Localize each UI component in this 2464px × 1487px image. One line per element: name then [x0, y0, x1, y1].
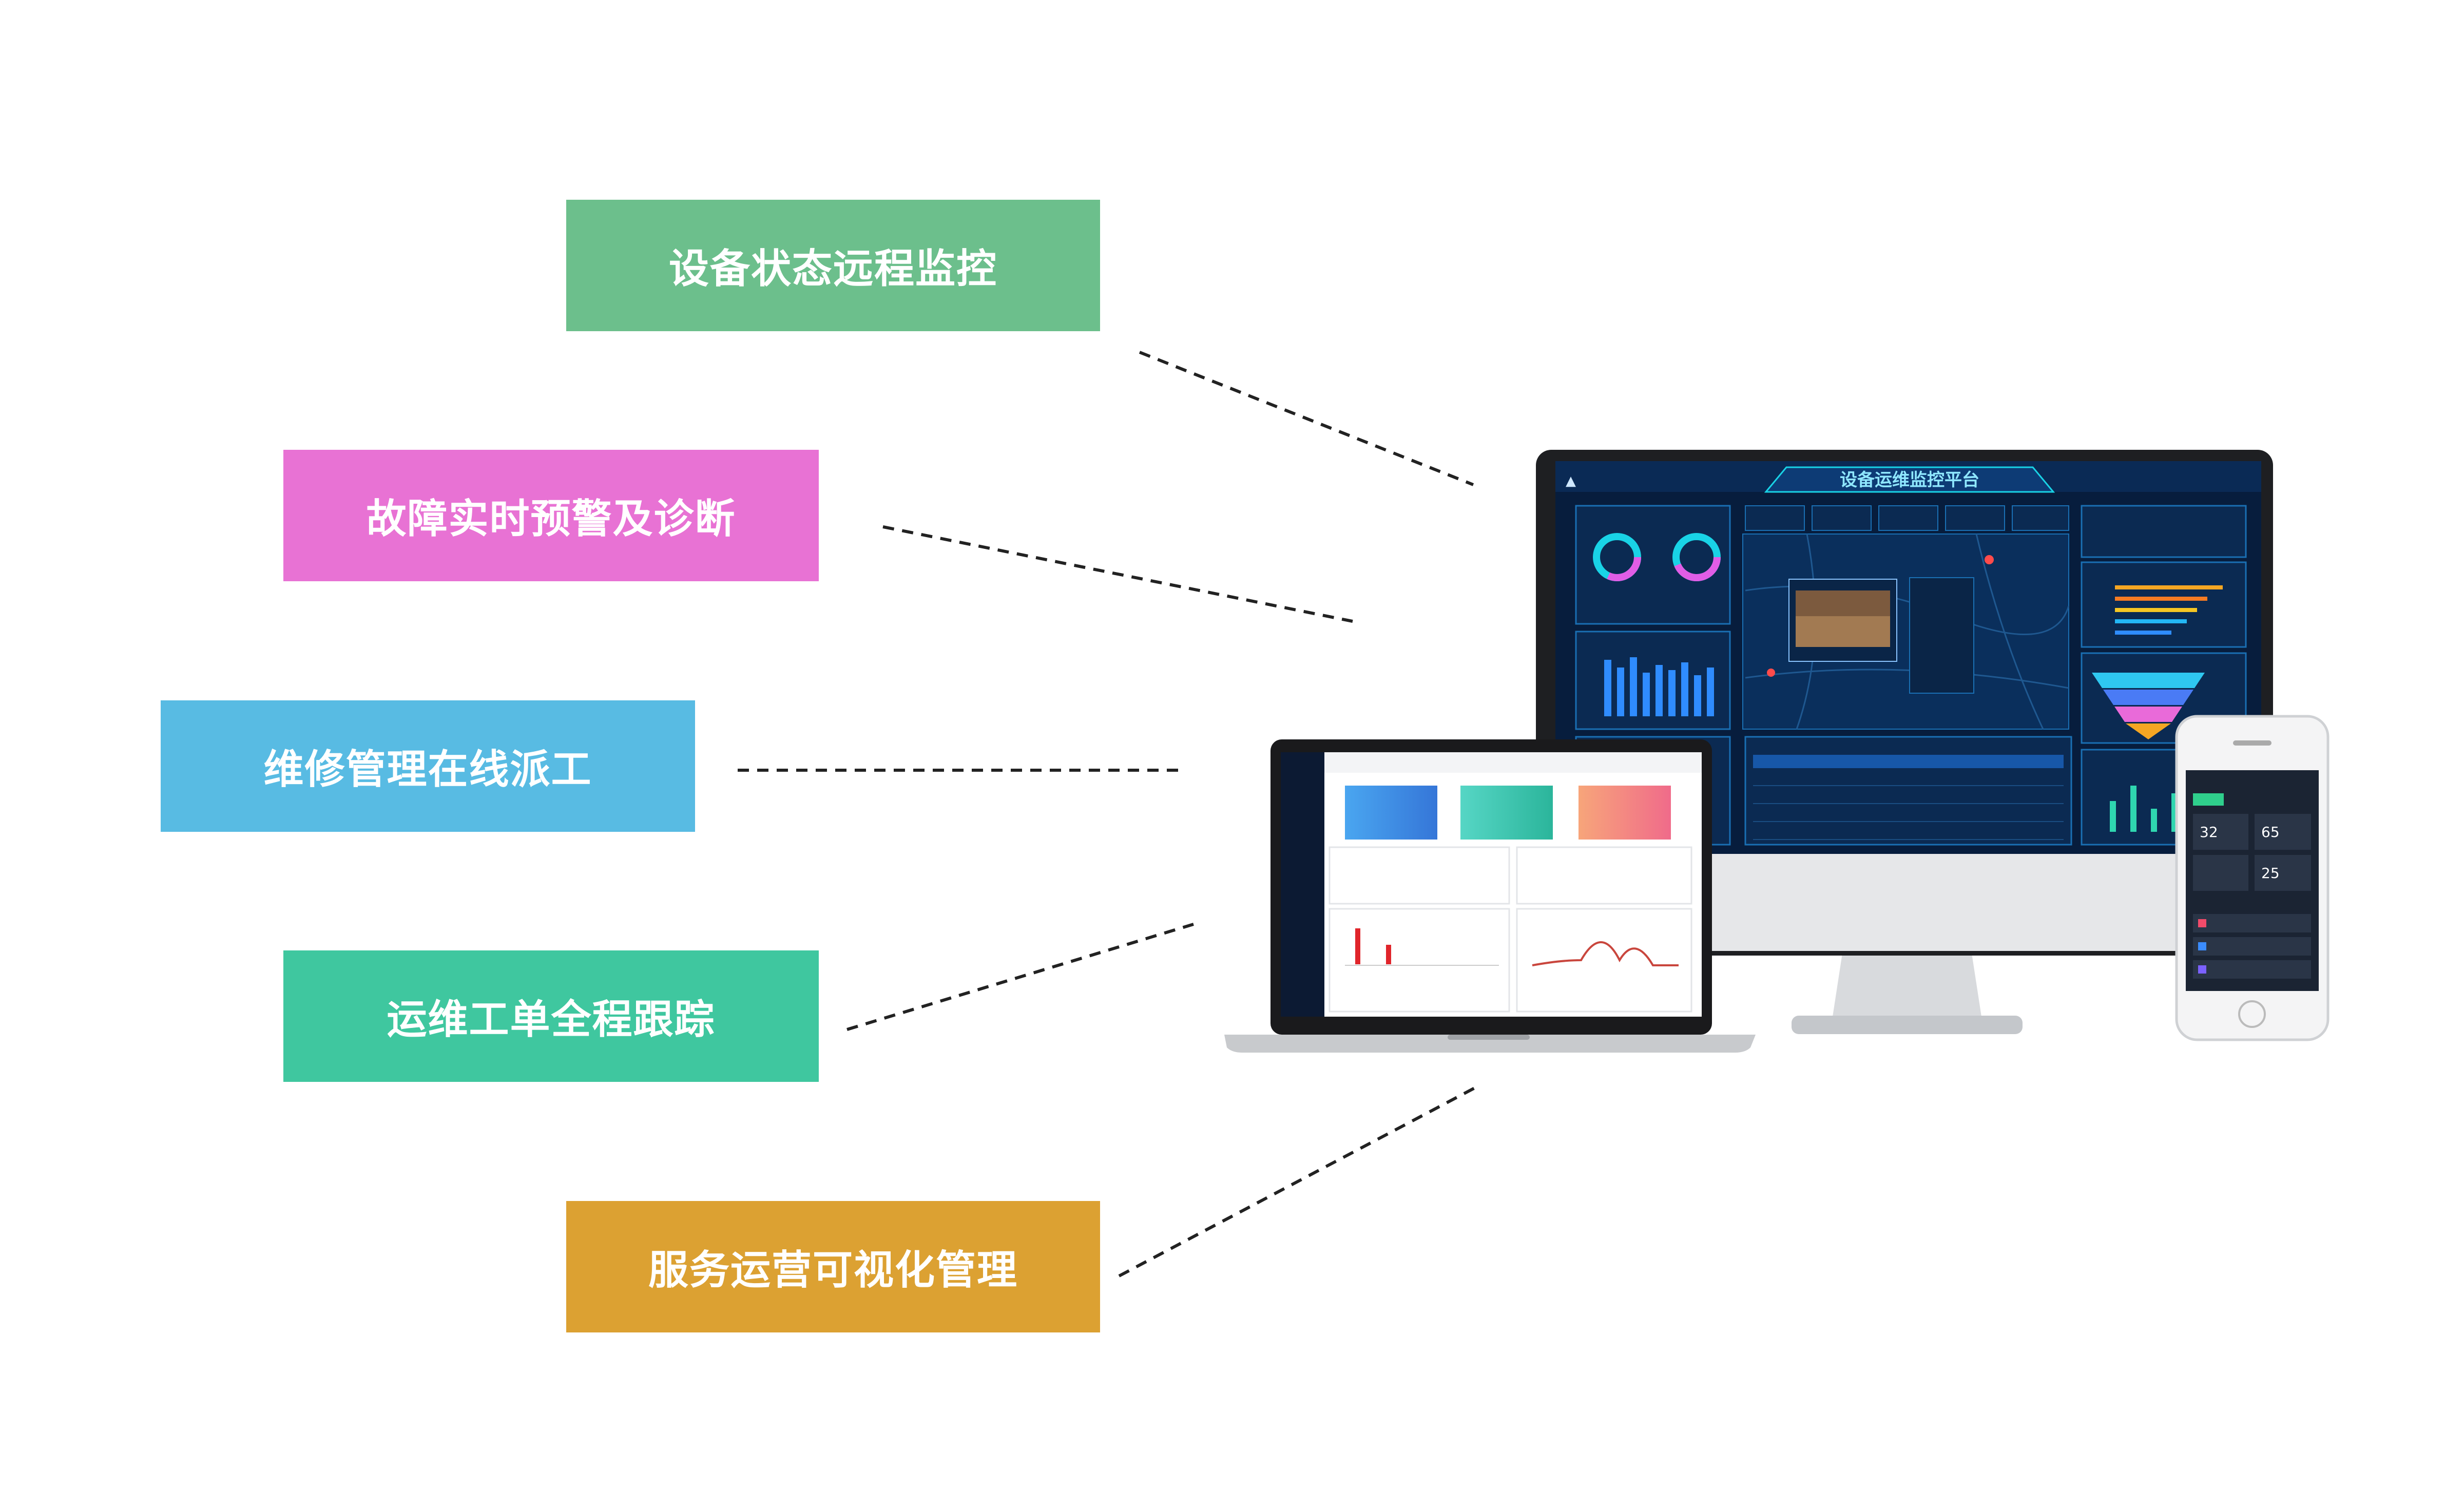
- feature-remote-monitoring: 设备状态远程监控: [566, 200, 1100, 331]
- feature-label: 故障实时预警及诊断: [366, 496, 736, 542]
- connector-lines: [738, 351, 1479, 1278]
- progress-bars: [2115, 585, 2223, 635]
- phone-list-item: [2193, 937, 2311, 956]
- phone-card: [2193, 855, 2248, 891]
- progress-bar: [2115, 619, 2187, 623]
- laptop-panel: [1329, 846, 1510, 905]
- phone-list-icon: [2198, 942, 2206, 950]
- funnel-level: [2092, 673, 2205, 688]
- map-popup-photo-floor: [1796, 616, 1890, 647]
- dashboard-title-bg: [1764, 466, 2055, 493]
- phone-speaker: [2233, 740, 2272, 746]
- bar: [1681, 662, 1688, 716]
- bar: [1604, 660, 1611, 716]
- panel-bar-chart: [1575, 631, 1731, 730]
- funnel-chart: [2092, 673, 2205, 739]
- phone-card: [2193, 814, 2248, 850]
- feature-label: 运维工单全程跟踪: [387, 997, 716, 1043]
- dashboard-title: 设备运维监控平台: [1840, 470, 1979, 490]
- phone-tab-active: [2193, 793, 2224, 806]
- laptop-topbar: [1324, 752, 1702, 773]
- phone-list-icon: [2198, 965, 2206, 974]
- line-series: [1532, 941, 1679, 966]
- summary-tile: [1878, 505, 1938, 531]
- connector-4: [846, 923, 1194, 1031]
- laptop-panel: [1516, 846, 1692, 905]
- bar: [2130, 786, 2136, 832]
- summary-tiles: [1745, 505, 2069, 531]
- bar: [2151, 809, 2157, 832]
- smartphone: 32 65 25: [2175, 715, 2330, 1041]
- laptop-sidebar: [1281, 752, 1324, 1017]
- bar: [1617, 668, 1624, 716]
- feature-label: 维修管理在线派工: [263, 747, 592, 793]
- feature-work-order-tracking: 运维工单全程跟踪: [283, 950, 819, 1082]
- map-marker-alert: [1985, 555, 1994, 564]
- laptop-base: [1224, 1035, 1756, 1053]
- panel-counters: [2081, 505, 2247, 558]
- bar: [1643, 673, 1650, 716]
- bar: [1386, 945, 1391, 964]
- progress-bar: [2115, 597, 2207, 601]
- map-marker-alert: [1767, 669, 1775, 677]
- feature-label: 设备状态远程监控: [668, 246, 997, 292]
- monitor-stand: [1833, 950, 1981, 1017]
- funnel-level: [2103, 690, 2193, 705]
- monitor-base: [1792, 1016, 2023, 1034]
- bar: [1355, 928, 1360, 964]
- bar: [2110, 801, 2116, 832]
- laptop-hinge-notch: [1448, 1035, 1530, 1040]
- phone-list-item: [2193, 914, 2311, 932]
- phone-card: [2255, 814, 2311, 850]
- phone-reading-3: 25: [2261, 865, 2280, 882]
- feature-repair-dispatch: 维修管理在线派工: [161, 700, 695, 832]
- stat-card-blue: [1345, 786, 1437, 840]
- funnel-level: [2114, 707, 2182, 722]
- bar: [1707, 668, 1714, 716]
- table-header: [1753, 755, 2064, 768]
- connector-2: [882, 525, 1353, 623]
- connector-5: [1118, 1084, 1479, 1278]
- connector-1: [1139, 351, 1474, 486]
- stat-card-pink: [1578, 786, 1671, 840]
- laptop-line-chart-panel: [1516, 908, 1692, 1013]
- mini-bar-chart: [1604, 657, 1714, 716]
- progress-bar: [2115, 631, 2171, 635]
- laptop: [1224, 739, 1756, 1053]
- donut-chart-1-segment: [1593, 533, 1641, 581]
- summary-tile: [2012, 505, 2069, 531]
- progress-bar: [2115, 585, 2223, 589]
- bar: [1630, 657, 1637, 716]
- funnel-level: [2126, 723, 2171, 739]
- desktop-monitor: 设备运维监控平台 ▲: [1536, 450, 2273, 1034]
- phone-list-item: [2193, 960, 2311, 979]
- map-info-list: [1909, 577, 1974, 694]
- feature-service-visualization: 服务运营可视化管理: [566, 1201, 1100, 1332]
- summary-tile: [1745, 505, 1805, 531]
- phone-home-button: [2238, 1000, 2266, 1028]
- stat-card-teal: [1460, 786, 1553, 840]
- phone-list-icon: [2198, 919, 2206, 927]
- dashboard-logo: ▲: [1566, 473, 1576, 489]
- summary-tile: [1945, 505, 2005, 531]
- phone-reading-2: 65: [2261, 824, 2280, 841]
- feature-label: 服务运营可视化管理: [648, 1247, 1018, 1293]
- panel-work-order-table: [1744, 736, 2072, 846]
- bar: [1656, 665, 1663, 716]
- bottom-right-bars: [2110, 786, 2178, 832]
- donut-chart-2-segment: [1672, 533, 1721, 581]
- feature-fault-warning: 故障实时预警及诊断: [283, 450, 819, 581]
- bar: [1668, 670, 1676, 716]
- bar: [1694, 675, 1701, 716]
- progress-bar: [2115, 608, 2197, 612]
- phone-card: [2255, 855, 2311, 891]
- table-rows: [1753, 785, 2064, 840]
- phone-reading-1: 32: [2200, 824, 2218, 841]
- summary-tile: [1812, 505, 1872, 531]
